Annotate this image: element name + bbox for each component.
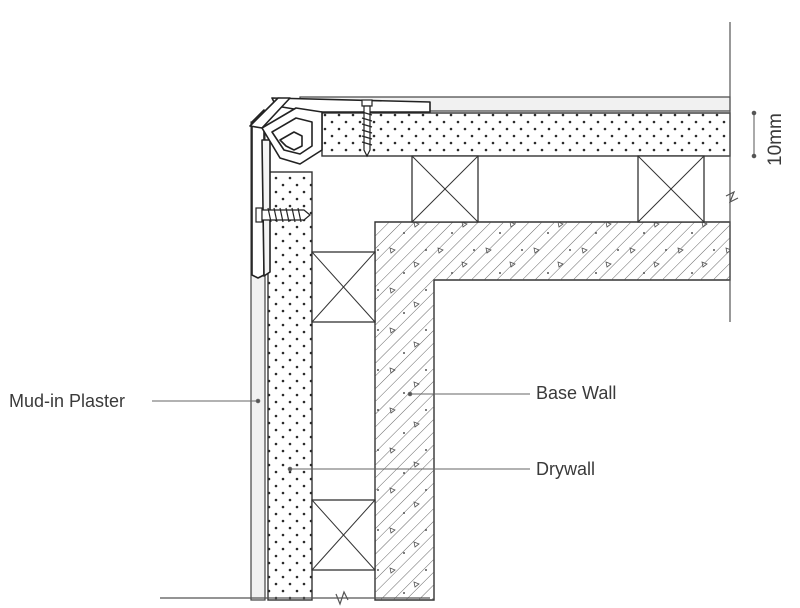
batten-side-2: [311, 499, 376, 571]
batten-side-1: [311, 251, 376, 323]
batten-top-2: [637, 155, 705, 223]
screw-top: [361, 99, 373, 158]
screw-side: [255, 207, 311, 223]
leader-lines: [152, 391, 530, 472]
base-wall-label: Base Wall: [536, 383, 616, 403]
mud-in-plaster-label: Mud-in Plaster: [9, 391, 125, 411]
bottom-break-symbol: [335, 590, 349, 606]
corner-profile: [249, 97, 431, 279]
batten-top-1: [411, 155, 479, 223]
dimension-indicator: [751, 110, 757, 159]
right-break-symbol: [725, 190, 739, 204]
dimension-label: 10mm: [765, 113, 786, 166]
drywall-label: Drywall: [536, 459, 595, 479]
